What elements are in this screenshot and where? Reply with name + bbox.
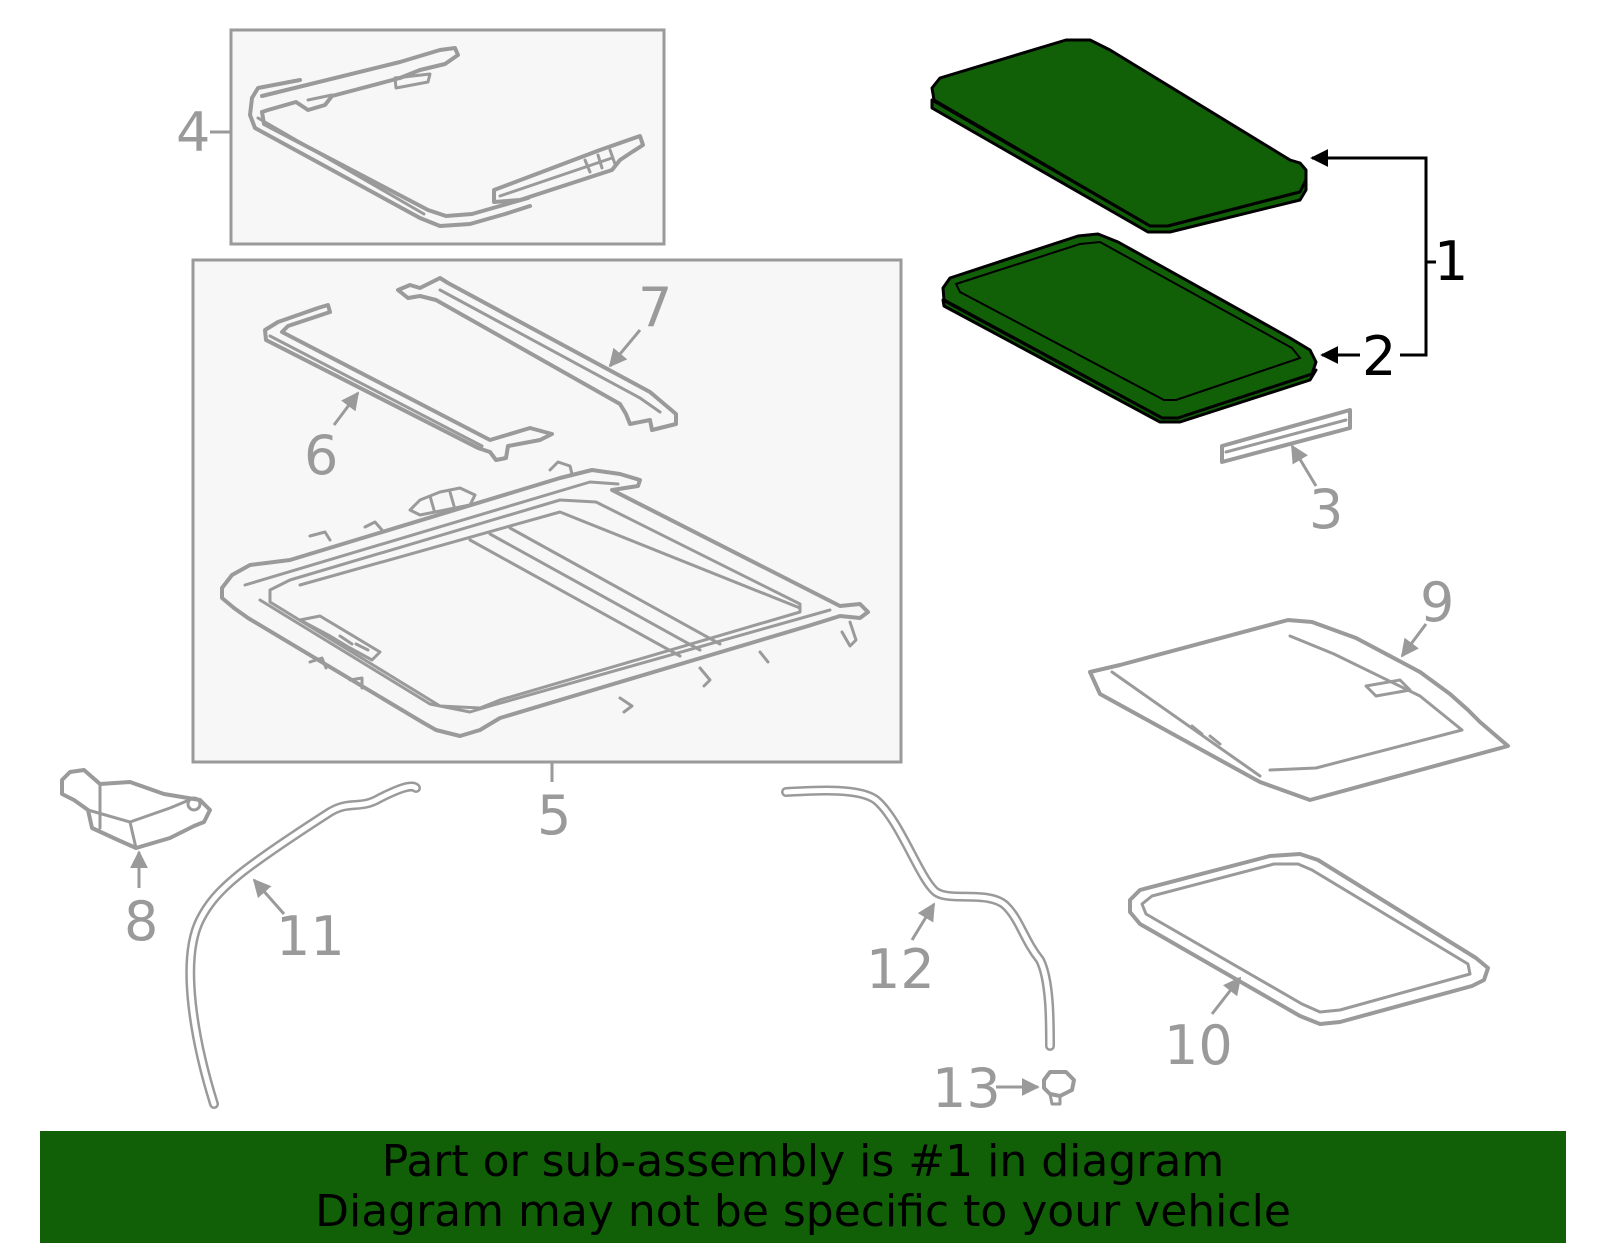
callout-10: 10 [1164, 1014, 1233, 1077]
part-12-leader [910, 902, 936, 941]
part-7-rail [396, 276, 678, 432]
part-1-leader [1310, 149, 1428, 262]
part-10-leader [1210, 976, 1242, 1015]
part-3-strip [1220, 408, 1352, 464]
footer-line-2: Diagram may not be specific to your vehi… [315, 1186, 1291, 1237]
part-9-leader [1400, 623, 1428, 658]
part-9-sunshade [1088, 618, 1510, 802]
part-7-leader [608, 329, 642, 368]
part-10-weatherstrip [1128, 852, 1490, 1026]
callout-9: 9 [1420, 571, 1454, 634]
part-4-guide-rail [248, 46, 645, 228]
footer-banner: Part or sub-assembly is #1 in diagram Di… [40, 1131, 1566, 1243]
part-11-leader [252, 878, 286, 915]
part-8-motor [60, 768, 212, 850]
callout-3: 3 [1309, 478, 1343, 541]
part-5-housing [220, 460, 870, 738]
callout-11: 11 [276, 905, 345, 968]
part-3-leader [1290, 444, 1318, 487]
part-2-glass-lower [941, 232, 1318, 424]
part-11-drain-hose [185, 781, 421, 1109]
callout-7: 7 [638, 276, 672, 339]
part-13-clip [1042, 1070, 1076, 1106]
part-6-rail [263, 303, 554, 462]
part-4-box [229, 28, 666, 246]
footer-line-1: Part or sub-assembly is #1 in diagram [381, 1136, 1225, 1187]
callout-6: 6 [304, 424, 338, 487]
callout-2: 2 [1362, 325, 1396, 388]
part-12-drain-hose [781, 785, 1055, 1051]
part-2-leader-bracket [1400, 262, 1428, 357]
callout-13: 13 [932, 1057, 1001, 1120]
callout-4: 4 [176, 101, 210, 164]
callout-8: 8 [124, 890, 158, 953]
part-6-leader [332, 391, 360, 426]
callout-5: 5 [537, 784, 571, 847]
part-5-box [191, 258, 903, 764]
part-1-glass-upper [930, 38, 1308, 234]
callout-12: 12 [866, 938, 935, 1001]
callout-1: 1 [1434, 230, 1468, 293]
